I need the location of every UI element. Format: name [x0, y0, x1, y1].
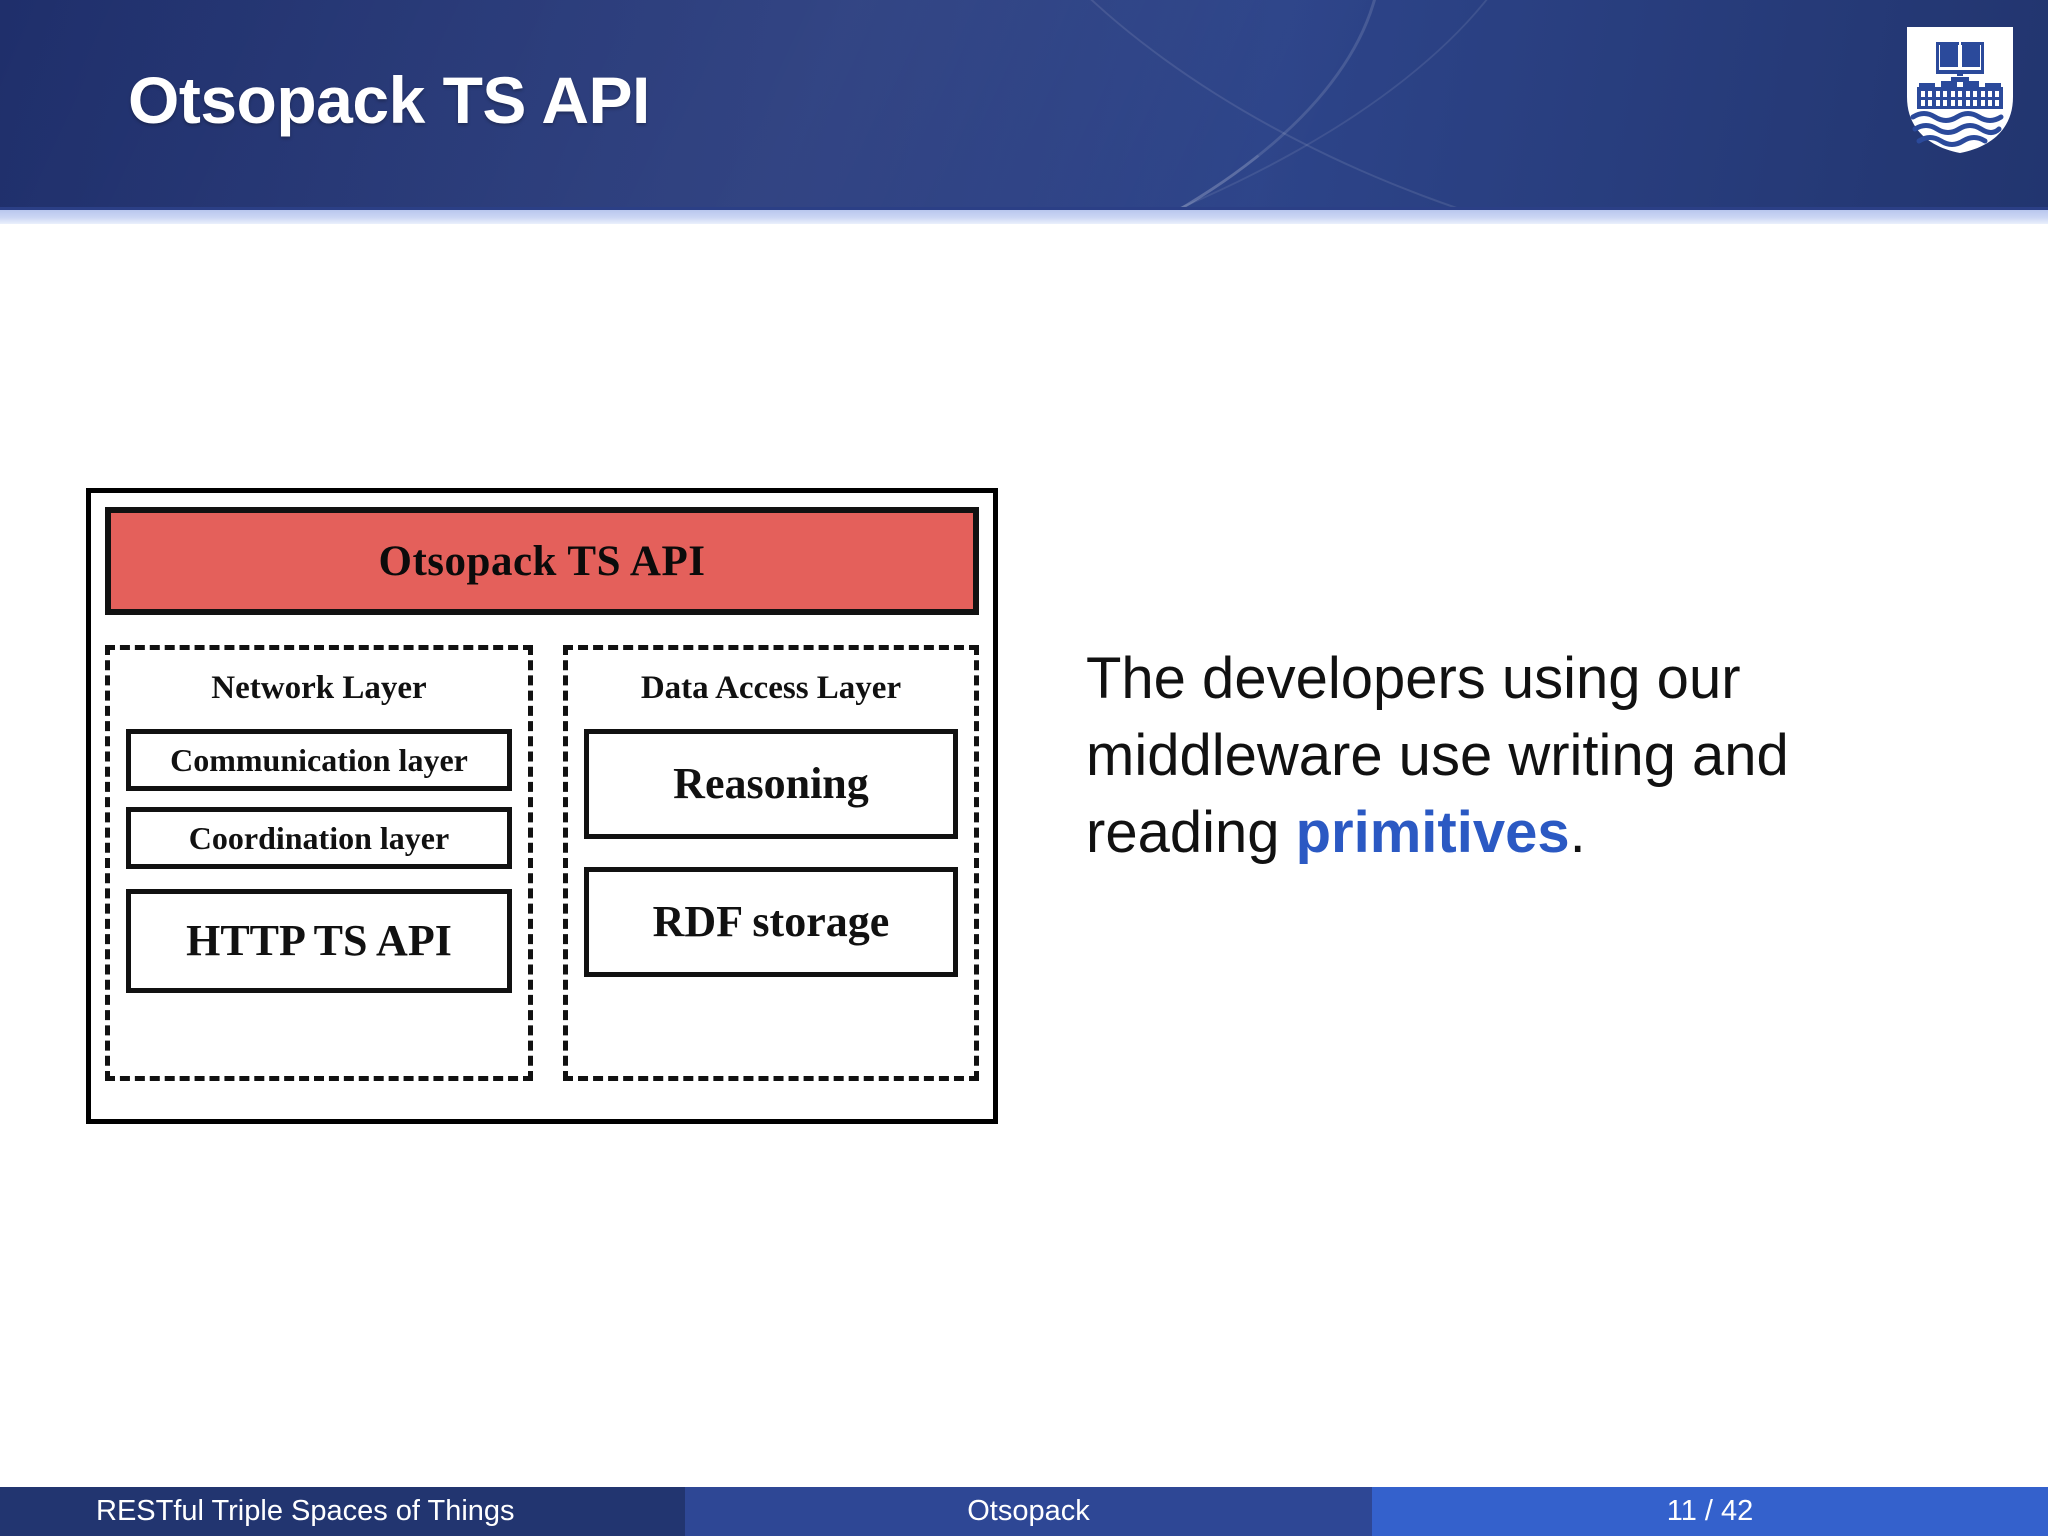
diagram-box-reasoning: Reasoning: [583, 729, 958, 839]
diagram-box-label: Communication layer: [170, 742, 468, 778]
diagram-box-coordination-layer: Coordination layer: [126, 807, 512, 869]
diagram-box-label: HTTP TS API: [186, 916, 452, 965]
footer-section-name: Otsopack: [685, 1487, 1372, 1536]
diagram-group-network-layer: Network Layer Communication layer Coordi…: [105, 645, 533, 1081]
footer-page-number: 11 / 42: [1372, 1487, 2048, 1536]
diagram-api-banner: Otsopack TS API: [105, 507, 979, 615]
page-title: Otsopack TS API: [128, 63, 650, 137]
diagram-box-rdf-storage: RDF storage: [583, 867, 958, 977]
body-text-highlight: primitives: [1295, 800, 1570, 866]
diagram-columns: Network Layer Communication layer Coordi…: [105, 645, 979, 1081]
header-swoosh-decoration-3: [845, 0, 2048, 210]
diagram-group-data-access-layer: Data Access Layer Reasoning RDF storage: [562, 645, 979, 1081]
deusto-shield-logo-icon: [1905, 25, 2015, 155]
slide-footer: RESTful Triple Spaces of Things Otsopack…: [0, 1487, 2048, 1536]
diagram-group-title: Network Layer: [211, 670, 427, 706]
header-accent-band: [0, 210, 2048, 224]
header-accent-line: [0, 207, 2048, 210]
body-text-tail: .: [1569, 800, 1586, 866]
diagram-box-label: RDF storage: [652, 897, 890, 946]
body-text-lead: The developers using our middleware use …: [1086, 646, 1789, 866]
diagram-box-http-ts-api: HTTP TS API: [126, 889, 512, 993]
diagram-group-title: Data Access Layer: [640, 670, 902, 706]
slide-header: Otsopack TS API: [0, 0, 2048, 210]
diagram-box-communication-layer: Communication layer: [126, 729, 512, 791]
architecture-diagram: Otsopack TS API Network Layer Communicat…: [86, 488, 998, 1124]
diagram-api-banner-label: Otsopack TS API: [378, 537, 706, 585]
diagram-box-label: Reasoning: [673, 759, 869, 808]
diagram-box-label: Coordination layer: [188, 820, 450, 856]
slide-body-text: The developers using our middleware use …: [1086, 640, 1886, 871]
footer-presentation-title: RESTful Triple Spaces of Things: [0, 1487, 685, 1536]
